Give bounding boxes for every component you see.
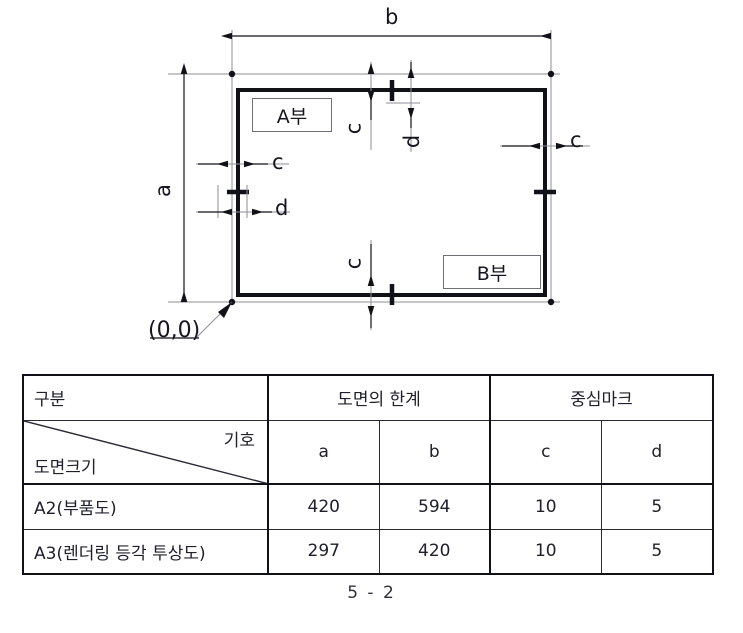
header-cell-sym-c: c xyxy=(489,419,602,485)
row-label-a3: A3(렌더링 등각 투상도) xyxy=(22,528,269,575)
cell-a3-c: 10 xyxy=(489,528,602,575)
origin-leader xyxy=(150,301,233,339)
header-cell-sym-a: a xyxy=(267,419,380,485)
cell-a2-d: 5 xyxy=(600,483,715,530)
table-header-row-top: 구분 도면의 한계 중심마크 xyxy=(22,374,715,421)
header-cell-centre-mark: 중심마크 xyxy=(489,374,715,421)
part-box-a: A부 xyxy=(252,98,332,132)
part-box-b: B부 xyxy=(443,255,541,289)
header-cell-sym-d: d xyxy=(600,419,715,485)
dimension-d-left xyxy=(196,185,290,218)
dimension-label-d-top: d xyxy=(400,134,425,149)
cell-a2-b: 594 xyxy=(378,483,492,530)
header-label-drawing-size: 도면크기 xyxy=(34,458,97,478)
dimension-d-top xyxy=(386,60,420,152)
header-cell-sym-b: b xyxy=(378,419,492,485)
dimension-label-c-top: c xyxy=(341,122,366,135)
cell-a3-a: 297 xyxy=(267,528,380,575)
dimension-label-d-left: d xyxy=(275,196,289,220)
diagonal-divider-line xyxy=(24,421,267,484)
drawing-vector-graphics xyxy=(150,30,590,339)
row-label-a2: A2(부품도) xyxy=(22,483,269,530)
origin-label: (0,0) xyxy=(148,318,201,343)
drawing-size-table: 구분 도면의 한계 중심마크 기호 도면크기 a b c d A2(부품도) 4… xyxy=(22,374,715,575)
cell-a2-a: 420 xyxy=(267,483,380,530)
cell-a2-c: 10 xyxy=(489,483,602,530)
technical-drawing: b a c d c d c c (0,0) A부 B부 xyxy=(148,5,590,343)
dimension-label-b: b xyxy=(385,5,399,29)
header-cell-category: 구분 xyxy=(22,374,269,421)
page-number: 5 - 2 xyxy=(347,583,396,603)
dimension-label-c-right: c xyxy=(570,128,582,152)
dimension-label-a: a xyxy=(150,184,175,197)
header-cell-symbol-size: 기호 도면크기 xyxy=(22,419,269,485)
centre-marks xyxy=(227,80,556,305)
table-row: A3(렌더링 등각 투상도) 297 420 10 5 xyxy=(22,528,715,575)
dimension-label-c-bottom: c xyxy=(341,257,366,270)
dimension-label-c-left: c xyxy=(272,150,284,174)
header-label-symbol: 기호 xyxy=(223,430,255,451)
table-row: A2(부품도) 420 594 10 5 xyxy=(22,483,715,530)
cell-a3-d: 5 xyxy=(600,528,715,575)
header-cell-drawing-limit: 도면의 한계 xyxy=(267,374,492,421)
cell-a3-b: 420 xyxy=(378,528,492,575)
table-header-row-sub: 기호 도면크기 a b c d xyxy=(22,419,715,485)
